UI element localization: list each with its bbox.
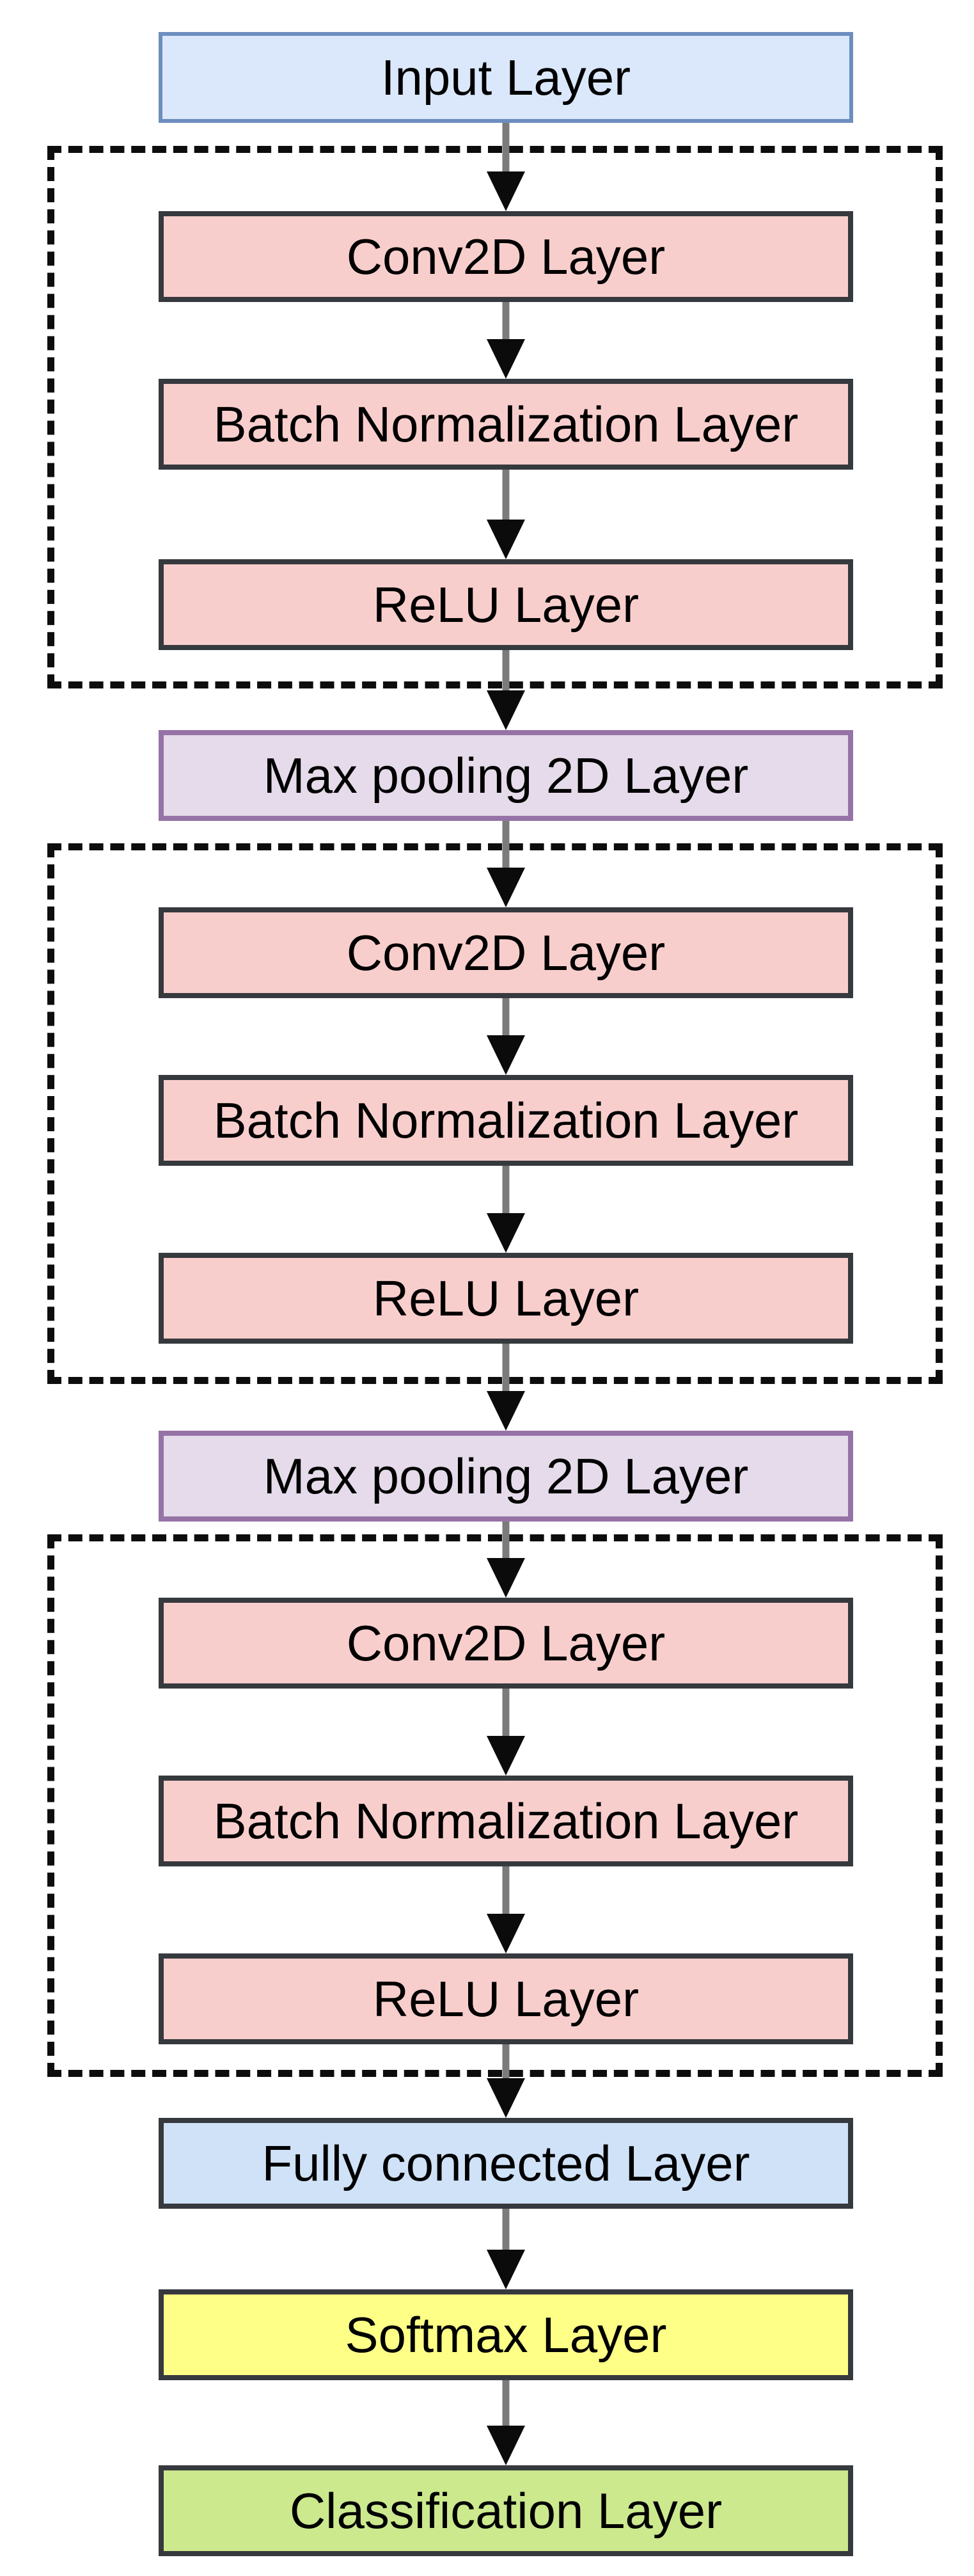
node-softmax: Softmax Layer [159, 2289, 853, 2380]
arrow-down-12 [487, 2044, 525, 2118]
arrow-down-4 [487, 650, 525, 730]
node-conv2d-1: Conv2D Layer [159, 211, 853, 302]
node-label: ReLU Layer [372, 576, 640, 633]
node-label: Conv2D Layer [346, 925, 666, 981]
arrow-shaft [502, 123, 510, 197]
arrow-head-icon [487, 690, 525, 730]
arrow-down-8 [487, 1344, 525, 1431]
arrow-head-icon [487, 2250, 525, 2289]
node-relu-1: ReLU Layer [159, 559, 853, 650]
arrow-down-9 [487, 1522, 525, 1598]
node-label: Max pooling 2D Layer [263, 747, 749, 804]
node-input-layer: Input Layer [159, 32, 853, 123]
node-label: Softmax Layer [345, 2307, 667, 2363]
arrow-head-icon [487, 1736, 525, 1776]
arrow-down-13 [487, 2209, 525, 2289]
arrow-down-10 [487, 1689, 525, 1776]
arrow-head-icon [487, 171, 525, 211]
arrow-head-icon [487, 1914, 525, 1953]
arrow-down-11 [487, 1866, 525, 1953]
node-relu-3: ReLU Layer [159, 1953, 853, 2044]
arrow-down-7 [487, 1166, 525, 1253]
node-label: Batch Normalization Layer [213, 1092, 799, 1149]
node-label: Batch Normalization Layer [213, 396, 799, 452]
node-conv2d-3: Conv2D Layer [159, 1598, 853, 1689]
arrow-shaft [502, 1166, 510, 1239]
arrow-shaft [502, 2209, 510, 2275]
arrow-head-icon [487, 339, 525, 379]
node-label: ReLU Layer [372, 1971, 640, 2027]
arrow-head-icon [487, 1391, 525, 1431]
arrow-head-icon [487, 868, 525, 907]
arrow-shaft [502, 2380, 510, 2451]
arrow-shaft [502, 821, 510, 893]
arrow-shaft [502, 1866, 510, 1939]
arrow-head-icon [487, 1558, 525, 1598]
arrow-head-icon [487, 520, 525, 559]
node-label: Fully connected Layer [262, 2135, 750, 2191]
conv-block-group-1 [47, 146, 943, 688]
arrow-shaft [502, 650, 510, 716]
arrow-head-icon [487, 2426, 525, 2465]
node-classification: Classification Layer [159, 2465, 853, 2556]
node-maxpool-1: Max pooling 2D Layer [159, 730, 853, 821]
arrow-down-6 [487, 998, 525, 1075]
node-batchnorm-3: Batch Normalization Layer [159, 1776, 853, 1866]
arrow-head-icon [487, 1213, 525, 1253]
arrow-down-3 [487, 470, 525, 559]
arrow-down-14 [487, 2380, 525, 2465]
conv-block-group-3 [47, 1534, 943, 2077]
arrow-shaft [502, 470, 510, 545]
node-label: Classification Layer [289, 2483, 723, 2539]
arrow-shaft [502, 302, 510, 365]
node-label: Max pooling 2D Layer [263, 1448, 749, 1504]
arrow-shaft [502, 2044, 510, 2104]
node-batchnorm-1: Batch Normalization Layer [159, 379, 853, 470]
node-relu-2: ReLU Layer [159, 1253, 853, 1344]
arrow-shaft [502, 1689, 510, 1761]
arrow-down-5 [487, 821, 525, 907]
arrow-shaft [502, 1522, 510, 1584]
node-batchnorm-2: Batch Normalization Layer [159, 1075, 853, 1166]
arrow-head-icon [487, 1035, 525, 1075]
node-fully-connected: Fully connected Layer [159, 2118, 853, 2209]
node-maxpool-2: Max pooling 2D Layer [159, 1431, 853, 1522]
arrow-shaft [502, 998, 510, 1061]
arrow-head-icon [487, 2078, 525, 2118]
node-label: ReLU Layer [372, 1270, 640, 1326]
arrow-down-1 [487, 123, 525, 211]
node-label: Conv2D Layer [346, 1615, 666, 1671]
node-label: Conv2D Layer [346, 228, 666, 285]
arrow-down-2 [487, 302, 525, 379]
node-label: Batch Normalization Layer [213, 1793, 799, 1849]
node-conv2d-2: Conv2D Layer [159, 907, 853, 998]
arrow-shaft [502, 1344, 510, 1417]
conv-block-group-2 [47, 843, 943, 1384]
node-label: Input Layer [381, 49, 631, 106]
